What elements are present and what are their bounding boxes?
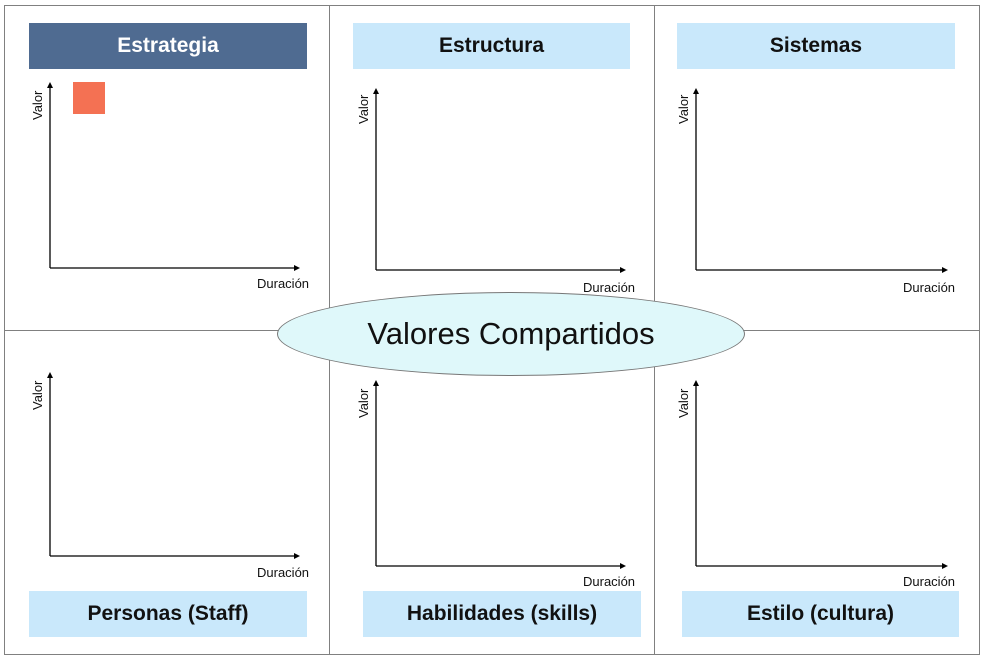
y-axis-arrow-icon bbox=[47, 82, 53, 88]
y-axis-arrow-icon bbox=[47, 372, 53, 378]
y-axis-arrow-icon bbox=[693, 88, 699, 94]
y-axis-arrow-icon bbox=[373, 380, 379, 386]
cell-title-text: Sistemas bbox=[769, 34, 863, 57]
shared-values-ellipse[interactable]: Valores Compartidos bbox=[277, 292, 745, 376]
position-marker[interactable] bbox=[73, 82, 105, 114]
cell-title-staff[interactable]: Personas (Staff) bbox=[29, 591, 307, 637]
x-axis-arrow-icon bbox=[942, 267, 948, 273]
x-axis-arrow-icon bbox=[620, 267, 626, 273]
y-axis-arrow-icon bbox=[373, 88, 379, 94]
x-axis-label: Duración bbox=[903, 574, 956, 589]
cell-title-structure[interactable]: Estructura bbox=[353, 23, 630, 69]
x-axis-label: Duración bbox=[257, 565, 310, 580]
x-axis-arrow-icon bbox=[620, 563, 626, 569]
x-axis-arrow-icon bbox=[294, 265, 300, 271]
cell-title-text: Personas (Staff) bbox=[87, 602, 249, 625]
cell-title-text: Habilidades (skills) bbox=[406, 602, 598, 625]
cell-title-text: Estructura bbox=[438, 34, 545, 57]
cell-title-text: Estrategia bbox=[117, 34, 219, 57]
x-axis-arrow-icon bbox=[942, 563, 948, 569]
x-axis-label: Duración bbox=[583, 574, 636, 589]
x-axis-label: Duración bbox=[257, 276, 310, 291]
x-axis-label: Duración bbox=[583, 280, 636, 295]
cell-title-systems[interactable]: Sistemas bbox=[677, 23, 955, 69]
cell-title-style[interactable]: Estilo (cultura) bbox=[682, 591, 959, 637]
cell-title-strategy[interactable]: Estrategia bbox=[29, 23, 307, 69]
cell-title-skills[interactable]: Habilidades (skills) bbox=[363, 591, 641, 637]
x-axis-label: Duración bbox=[903, 280, 956, 295]
y-axis-arrow-icon bbox=[693, 380, 699, 386]
y-axis-label: Valor bbox=[676, 388, 691, 418]
cell-title-text: Estilo (cultura) bbox=[746, 602, 894, 625]
x-axis-arrow-icon bbox=[294, 553, 300, 559]
shared-values-label: Valores Compartidos bbox=[367, 316, 655, 351]
